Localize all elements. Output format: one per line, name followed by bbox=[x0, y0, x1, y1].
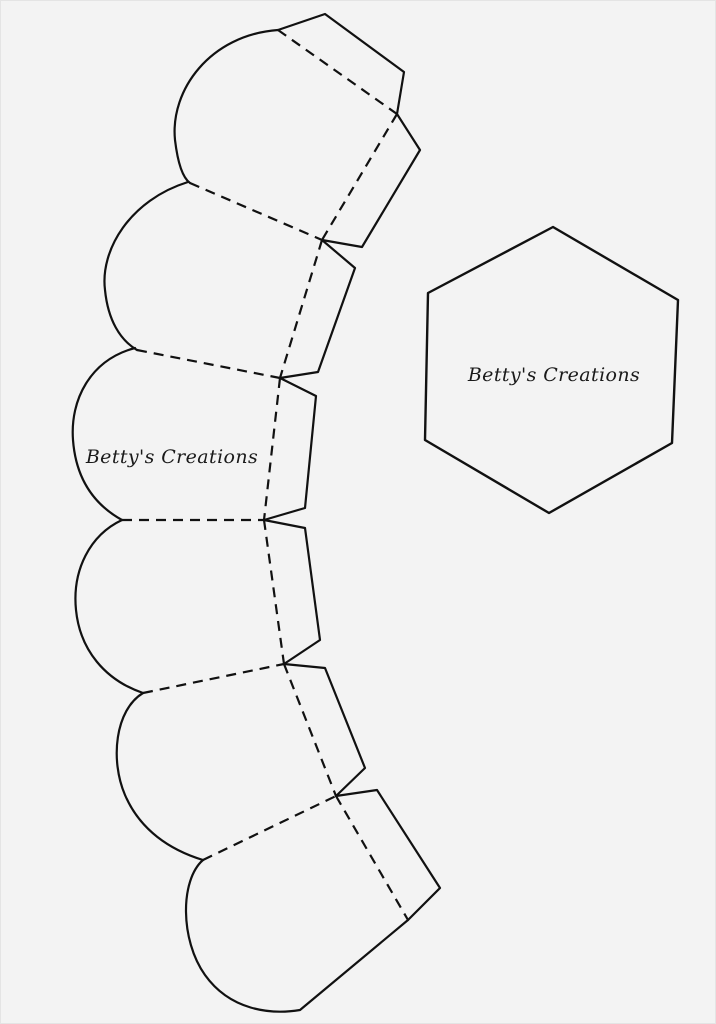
tab-outline-3 bbox=[262, 376, 318, 522]
fold-line-tab-base-4 bbox=[262, 519, 286, 665]
tab-outline-6 bbox=[334, 788, 442, 922]
tab-outline-1 bbox=[276, 12, 422, 249]
petal-outline-5 bbox=[115, 691, 205, 862]
tab-outline-4 bbox=[262, 518, 322, 666]
fold-line-tab-base-6 bbox=[335, 795, 409, 921]
fold-line-petal-2-3 bbox=[136, 348, 281, 380]
petal-outline-6 bbox=[184, 858, 410, 1013]
petal-watermark-label: Betty's Creations bbox=[85, 446, 258, 468]
fold-line-tab-base-5 bbox=[282, 663, 338, 797]
petal-outline-2 bbox=[103, 180, 190, 352]
fold-line-petal-4-5 bbox=[142, 662, 285, 695]
tab-outline-2 bbox=[278, 238, 357, 380]
fold-line-tab-top bbox=[277, 29, 398, 115]
tab-outline-5 bbox=[282, 662, 367, 798]
fold-line-tab-base-2 bbox=[278, 239, 324, 379]
hexagon-base bbox=[423, 225, 680, 515]
fold-line-petal-5-6 bbox=[202, 795, 337, 861]
petal-outline-4 bbox=[74, 518, 145, 695]
fold-line-tab-base-1 bbox=[321, 113, 398, 241]
hexagon-watermark-label: Betty's Creations bbox=[467, 364, 640, 386]
fold-line-petal-1-2 bbox=[189, 181, 323, 242]
petal-outline-1 bbox=[173, 28, 280, 185]
petal-outline-3 bbox=[71, 346, 137, 522]
fold-line-tab-base-3 bbox=[262, 377, 282, 521]
